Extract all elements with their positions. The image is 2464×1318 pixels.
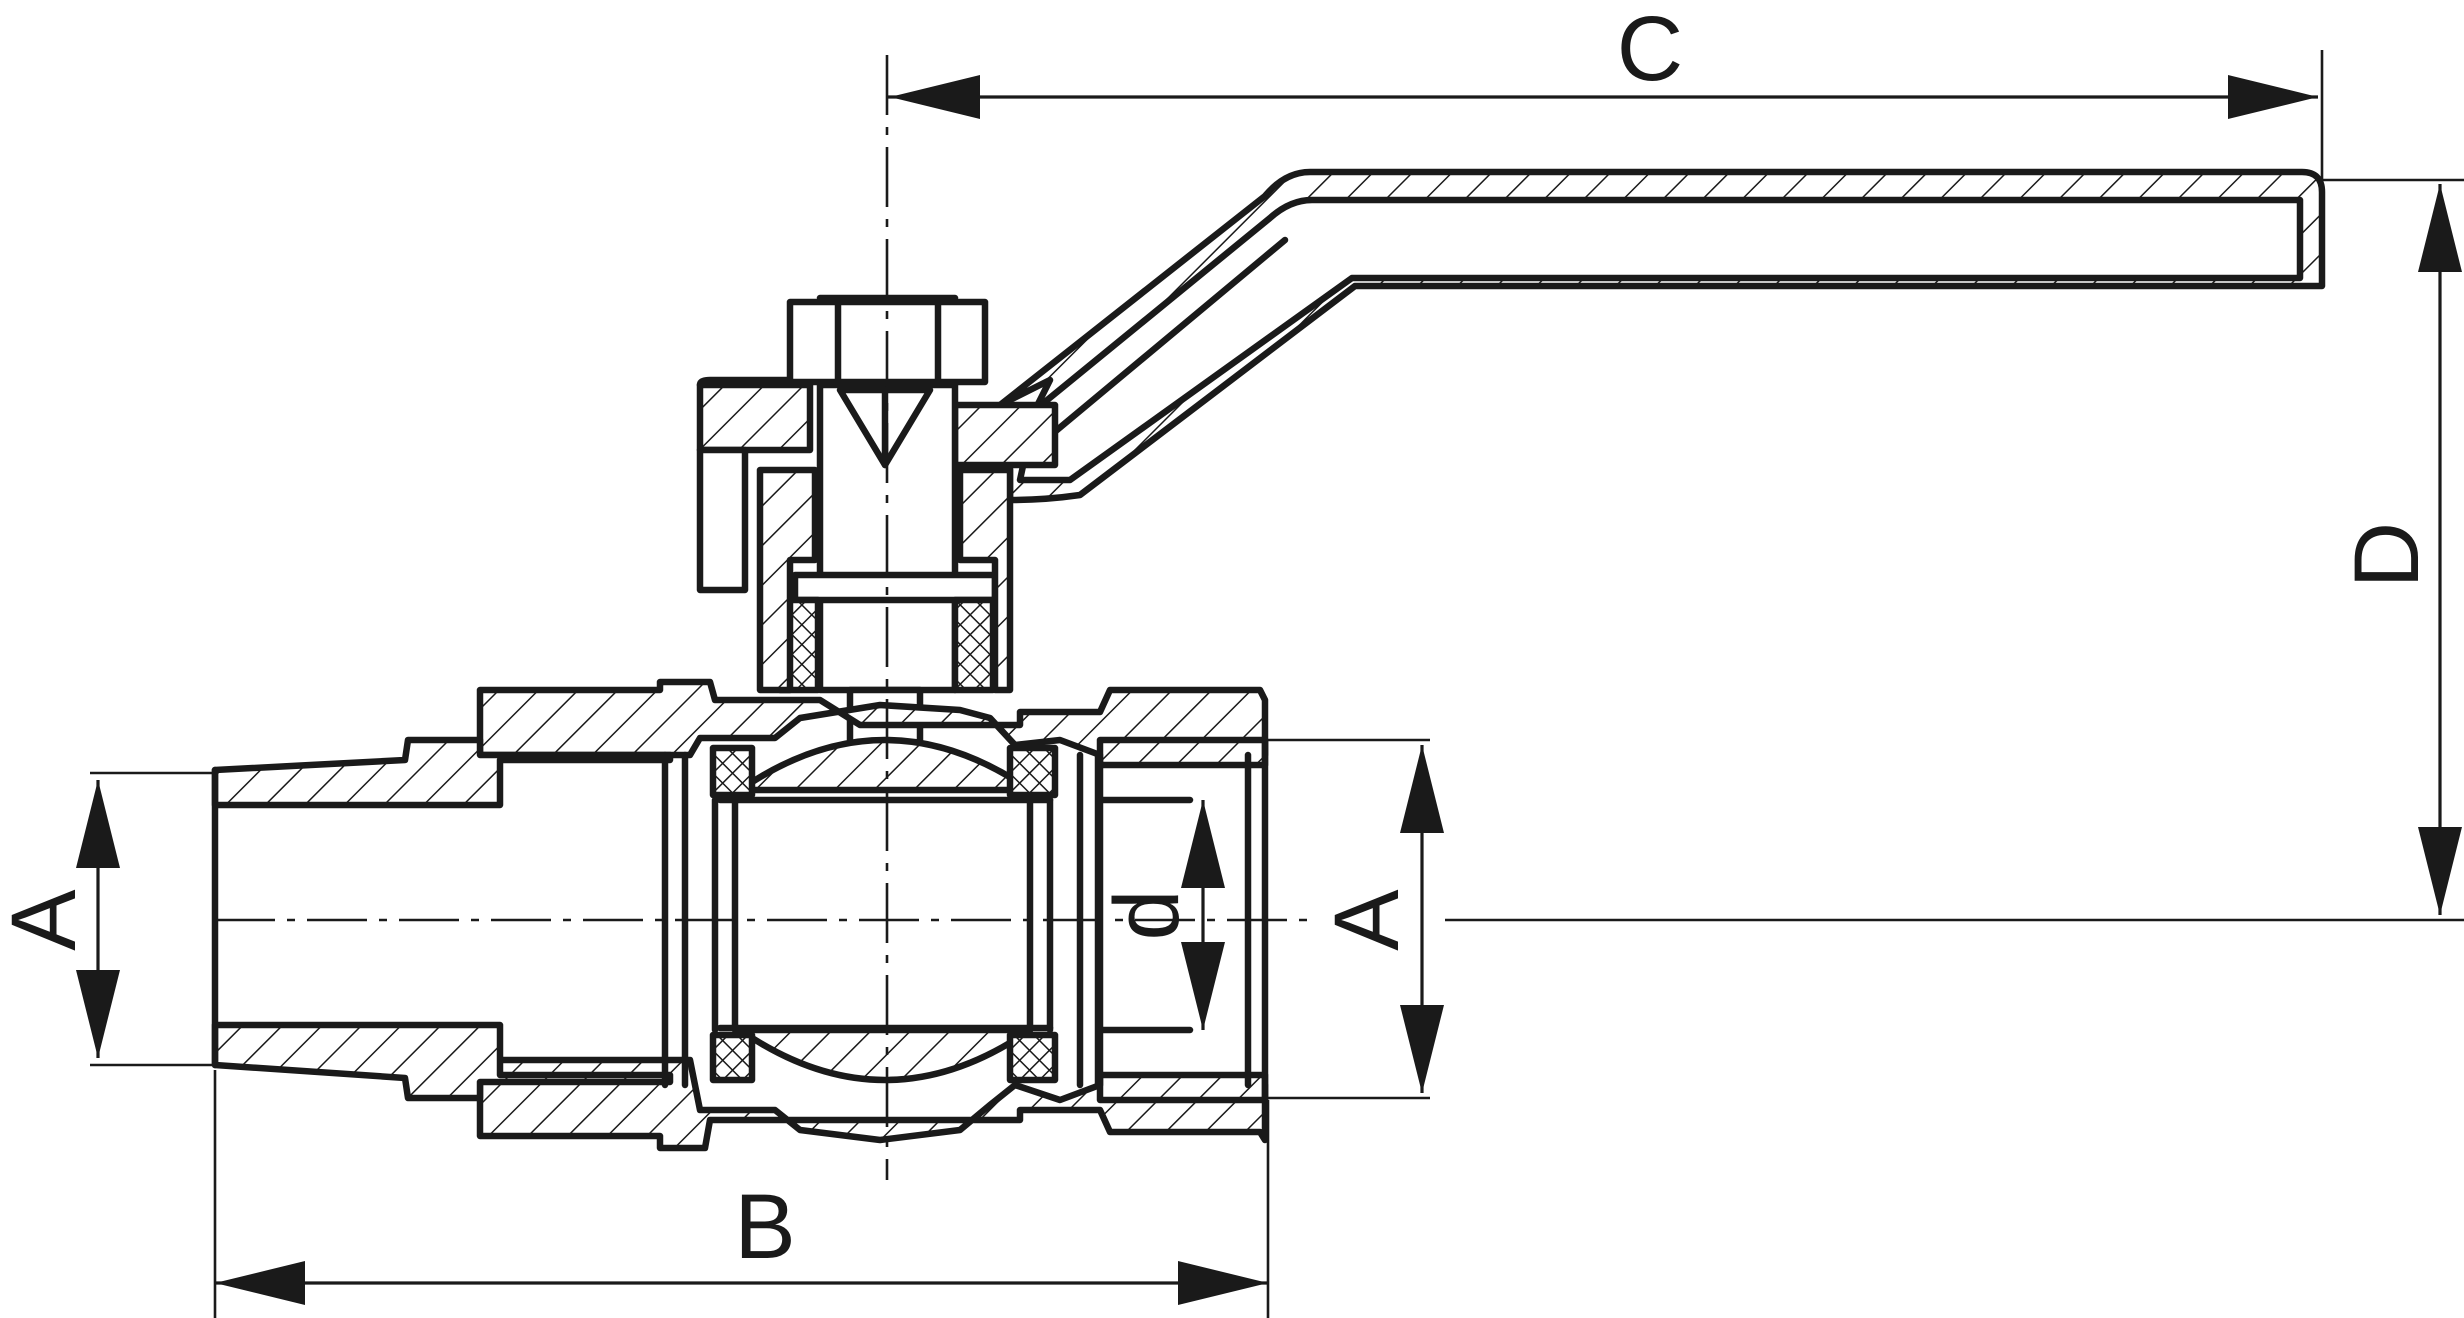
dimension-b: B [215,1176,1268,1305]
ball [709,736,1059,1084]
dimension-a-left: A [0,780,120,1058]
dimension-d-height: D [2336,184,2462,915]
dimension-c-label: C [1617,0,1683,100]
handle-washer [696,376,1059,594]
dimension-a-right: A [1316,745,1444,1093]
dimension-a-right-label: A [1316,889,1418,951]
valve-body [211,678,1269,1152]
stem [756,381,1014,779]
dimension-b-label: B [734,1176,795,1278]
dimension-c: C [887,0,2318,119]
dimension-d-bore-label: d [1096,889,1198,940]
lever-handle [996,168,2326,504]
dimension-a-left-label: A [0,889,95,951]
dimension-d-height-label: D [2336,522,2438,588]
dimension-d-bore: d [1096,800,1225,1030]
